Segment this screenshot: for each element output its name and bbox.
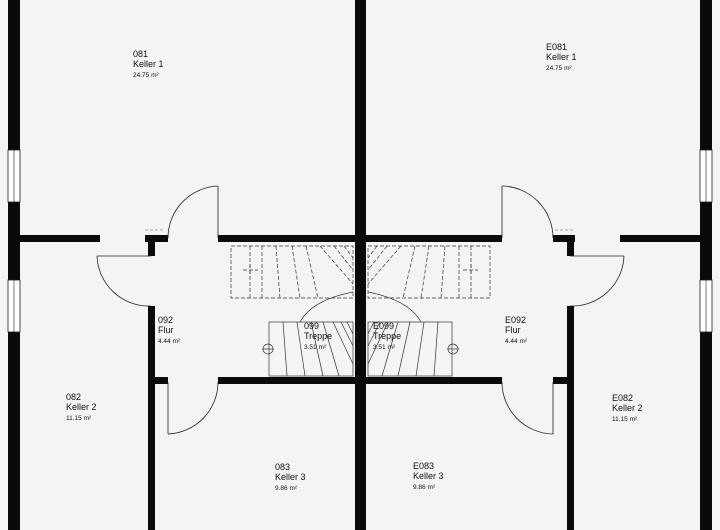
room-number: E083 [413,461,435,471]
room-name: Flur [158,325,174,336]
room-area: 3.51 m² [373,343,396,351]
wall-stair-right-a [366,377,502,384]
room-label-e082: E082 Keller 2 11.15 m² [612,393,643,423]
windows [7,149,713,333]
wall-stair-right-b [553,377,567,384]
room-name: Keller 2 [612,403,643,414]
wall-keller1-left-b [145,235,168,242]
room-number: E092 [505,315,527,325]
room-number: 082 [66,392,82,402]
room-area: 4.44 m² [158,337,181,345]
room-number: E099 [373,321,395,331]
stair-left-upper-flight [230,245,354,299]
wall-keller1-right-a [366,235,502,242]
room-area: 24.75 m² [546,64,572,72]
room-area: 24.75 m² [133,71,159,79]
room-area: 4.44 m² [505,337,528,345]
room-label-092: 092 Flur 4.44 m² [158,315,180,345]
doors [96,185,625,435]
room-number: E082 [612,393,634,403]
door-keller3-right-swing [501,381,554,435]
room-name: Treppe [373,331,402,342]
door-keller2-right-swing [569,255,625,307]
room-name: Keller 2 [66,402,97,413]
wall-keller1-right-b [553,235,575,242]
wall-stair-left-a [155,377,168,384]
wall-flur-left-b [148,306,155,530]
room-area: 3.51 m² [304,343,327,351]
wall-flur-right-b [567,306,574,530]
outer-walls [8,0,712,530]
room-number: 092 [158,315,174,325]
room-area: 11.15 m² [66,414,92,422]
room-area: 11.15 m² [612,415,638,423]
room-label-e092: E092 Flur 4.44 m² [505,315,527,345]
wall-keller1-left-a [20,235,100,242]
wall-keller1-right-c [620,235,700,242]
staircase-left [230,245,354,377]
room-label-099: 099 Treppe 3.51 m² [304,321,332,351]
room-name: Flur [505,325,521,336]
wall-flur-right-a [567,242,574,256]
staircase-right [367,245,491,377]
right-outer-wall [700,0,712,530]
room-label-082: 082 Keller 2 11.15 m² [66,392,97,422]
room-label-083: 083 Keller 3 9.86 m² [275,462,306,492]
room-number: 099 [304,321,320,331]
room-name: Keller 1 [133,59,164,70]
stair-right-upper-flight [367,245,491,299]
left-outer-wall [8,0,20,530]
wall-keller1-left-c [218,235,355,242]
room-label-e081: E081 Keller 1 24.75 m² [546,42,577,72]
room-number: 081 [133,49,149,59]
wall-flur-left-a [148,242,155,256]
door-keller1-right-swing [501,185,554,239]
room-number: 083 [275,462,291,472]
stair-right-lower-flight [367,291,459,377]
room-area: 9.86 m² [275,484,298,492]
room-label-081: 081 Keller 1 24.75 m² [133,49,164,79]
room-name: Keller 3 [413,471,444,482]
door-keller3-left-swing [167,381,219,435]
room-name: Treppe [304,331,333,342]
room-label-e083: E083 Keller 3 9.86 m² [413,461,444,491]
interior-walls [20,235,700,530]
room-area: 9.86 m² [413,483,436,491]
party-wall [355,0,366,530]
room-name: Keller 3 [275,472,306,483]
door-keller2-left-swing [96,255,152,307]
door-keller1-left-swing [167,185,219,239]
stair-left-lower-flight [262,291,354,377]
wall-stair-left-b [218,377,355,384]
room-label-e099: E099 Treppe 3.51 m² [373,321,401,351]
room-name: Keller 1 [546,52,577,63]
room-number: E081 [546,42,568,52]
